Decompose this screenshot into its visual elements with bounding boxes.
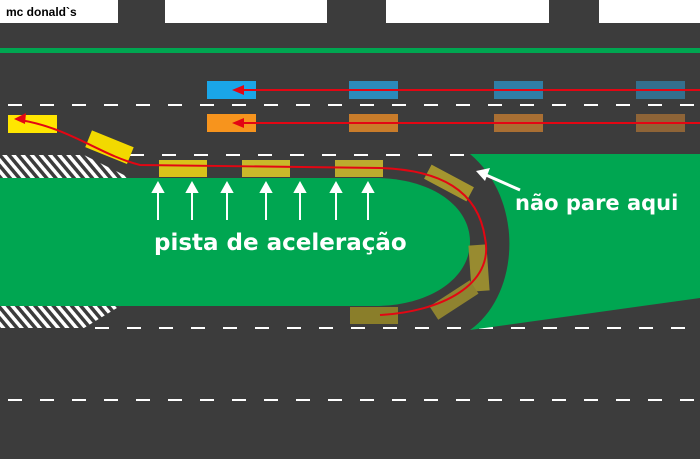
car-uturn-4: [350, 307, 398, 324]
accel-arrows: [151, 180, 375, 220]
car-uturn-3: [429, 280, 479, 320]
no-stop-arrow: [476, 168, 521, 192]
store-building: [0, 0, 118, 23]
grass-island-left: [0, 178, 470, 306]
building-3: [386, 0, 549, 23]
building-2: [165, 0, 327, 23]
blue-arrowhead: [232, 85, 244, 95]
green-divider-line: [0, 48, 700, 53]
trajectories: [19, 89, 700, 316]
orange-arrowhead: [232, 118, 244, 128]
building-4: [599, 0, 700, 23]
lane-lines: [8, 104, 700, 401]
car-yellow-merging: [85, 130, 134, 164]
yellow-trajectory: [19, 119, 488, 316]
accel-lane-label: pista de aceleração: [154, 230, 407, 256]
grass-island-right: [470, 154, 700, 330]
yellow-arrowhead: [14, 113, 26, 124]
car-yellow: [8, 115, 57, 133]
car-yellow-accel-1: [159, 160, 207, 177]
no-stop-label: não pare aqui: [515, 191, 678, 215]
car-yellow-accel-2: [242, 160, 290, 177]
store-label: mc donald`s: [6, 5, 77, 19]
hatched-area-bottom: [0, 300, 130, 328]
hatched-area-top: [0, 155, 130, 178]
